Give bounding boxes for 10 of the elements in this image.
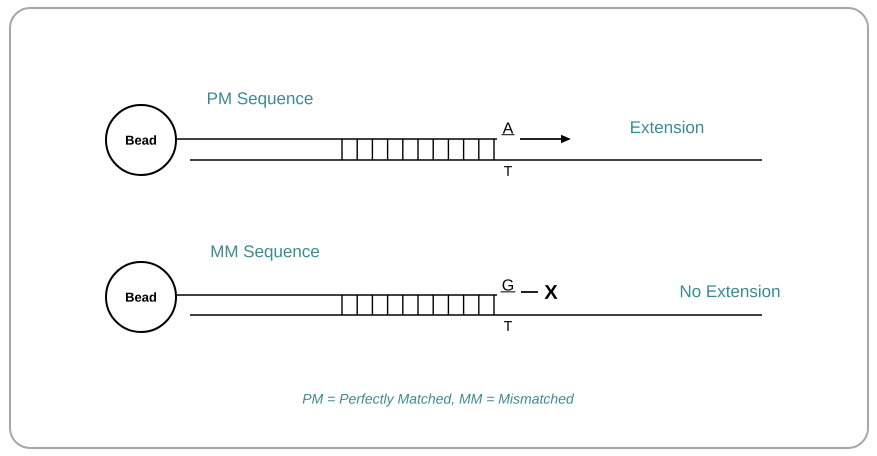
section-heading: PM Sequence bbox=[208, 92, 313, 108]
base-letter: G bbox=[500, 279, 516, 292]
base-letter: T bbox=[504, 166, 512, 176]
base-letter: A bbox=[500, 122, 516, 136]
annotation-text: No Extension bbox=[680, 284, 780, 298]
base-letter: T bbox=[504, 321, 512, 331]
mismatch-mark: X bbox=[544, 285, 558, 299]
section-heading: MM Sequence bbox=[212, 245, 320, 261]
caption: PM = Perfectly Matched, MM = Mismatched bbox=[302, 393, 574, 407]
annotation-text: Extension bbox=[631, 120, 704, 134]
